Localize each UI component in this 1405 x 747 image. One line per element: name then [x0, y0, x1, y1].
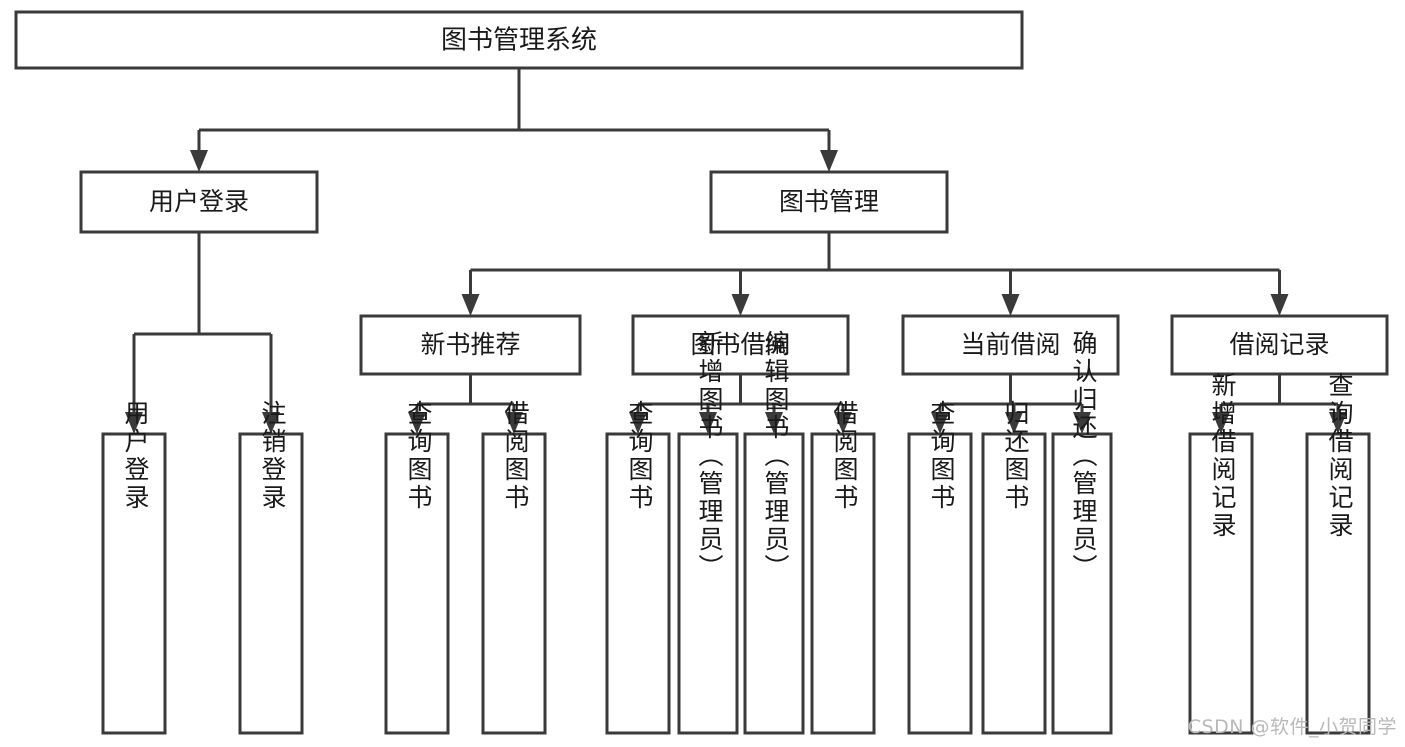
conn-book-manage-arrow-0 — [461, 294, 480, 316]
leaf-leaf-add-record-box — [1188, 432, 1254, 735]
leaf-leaf-logout-box — [238, 432, 304, 735]
conn-borrow-record-arrow-0 — [1212, 412, 1230, 434]
leaf-leaf-add-book-label: 新增图书（管理员） — [695, 330, 724, 582]
leaf-leaf-query-book-b[interactable]: 查询图书 — [605, 400, 671, 735]
node-book-manage-box — [709, 170, 949, 234]
leaf-leaf-return-book-label: 归还图书 — [1001, 400, 1030, 512]
conn-book-borrow-arrow-0 — [629, 412, 647, 434]
node-book-borrow[interactable]: 图书借阅 — [631, 314, 850, 376]
conn-root-arrow-0 — [190, 150, 208, 172]
conn-book-borrow-arrow-3 — [834, 412, 852, 434]
conn-current-borrow-arrow-2 — [1073, 412, 1091, 434]
leaf-leaf-add-book[interactable]: 新增图书（管理员） — [677, 330, 739, 735]
leaf-leaf-borrow-book-a[interactable]: 借阅图书 — [481, 400, 547, 735]
csdn-watermark: CSDN @软件_小贺同学 — [1187, 716, 1397, 738]
conn-current-borrow-arrow-1 — [1005, 412, 1023, 434]
conn-current-borrow-arrow-0 — [931, 412, 949, 434]
conn-user-login-arrow-0 — [125, 412, 143, 434]
node-book-borrow-label: 图书借阅 — [690, 330, 790, 359]
node-current-borrow[interactable]: 当前借阅 — [901, 314, 1120, 376]
node-user-login[interactable]: 用户登录 — [79, 170, 319, 234]
conn-book-borrow-arrow-1 — [699, 412, 717, 434]
leaf-leaf-query-book-b-box — [605, 432, 671, 735]
leaf-leaf-query-book-a-label: 查询图书 — [404, 400, 433, 512]
nodes-layer: 图书管理系统用户登录图书管理新书推荐图书借阅当前借阅借阅记录用户登录注销登录查询… — [14, 10, 1389, 735]
leaf-leaf-add-record-label: 新增借阅记录 — [1208, 372, 1237, 540]
leaf-leaf-query-book-c-box — [907, 432, 973, 735]
conn-book-borrow-arrow-2 — [765, 412, 783, 434]
node-current-borrow-label: 当前借阅 — [960, 330, 1060, 359]
leaf-leaf-query-book-a[interactable]: 查询图书 — [384, 400, 450, 735]
node-book-borrow-box — [631, 314, 850, 376]
leaf-leaf-confirm-return-box — [1051, 432, 1113, 735]
leaf-leaf-edit-book[interactable]: 编辑图书（管理员） — [743, 330, 805, 735]
leaf-leaf-confirm-return[interactable]: 确认归还（管理员） — [1051, 330, 1113, 735]
leaf-leaf-query-record[interactable]: 查询借阅记录 — [1305, 372, 1371, 735]
leaf-leaf-logout-label: 注销登录 — [258, 400, 287, 512]
leaf-leaf-query-book-a-box — [384, 432, 450, 735]
conn-book-manage-arrow-1 — [731, 294, 750, 316]
node-borrow-record-box — [1170, 314, 1389, 376]
leaf-leaf-query-record-label: 查询借阅记录 — [1325, 372, 1354, 540]
leaf-leaf-user-login-box — [101, 432, 167, 735]
leaf-leaf-borrow-book-b[interactable]: 借阅图书 — [810, 400, 876, 735]
conn-user-login-arrow-1 — [262, 412, 280, 434]
leaf-leaf-borrow-book-b-label: 借阅图书 — [830, 400, 859, 512]
leaf-leaf-borrow-book-a-label: 借阅图书 — [501, 400, 530, 512]
conn-borrow-record-arrow-1 — [1329, 412, 1347, 434]
node-book-manage-label: 图书管理 — [779, 187, 879, 216]
leaf-leaf-query-record-box — [1305, 432, 1371, 735]
node-new-book-recommend-box — [359, 314, 582, 376]
conn-root-arrow-1 — [820, 150, 838, 172]
node-book-manage[interactable]: 图书管理 — [709, 170, 949, 234]
leaf-leaf-logout[interactable]: 注销登录 — [238, 400, 304, 735]
leaf-leaf-borrow-book-b-box — [810, 432, 876, 735]
leaf-leaf-return-book-box — [981, 432, 1047, 735]
node-borrow-record-label: 借阅记录 — [1229, 330, 1329, 359]
conn-new-book-recommend-arrow-1 — [505, 412, 523, 434]
leaf-leaf-borrow-book-a-box — [481, 432, 547, 735]
node-borrow-record[interactable]: 借阅记录 — [1170, 314, 1389, 376]
leaf-leaf-return-book[interactable]: 归还图书 — [981, 400, 1047, 735]
node-root-label: 图书管理系统 — [441, 26, 597, 56]
connectors-layer — [125, 68, 1347, 434]
node-user-login-label: 用户登录 — [149, 187, 249, 216]
leaf-leaf-add-book-box — [677, 432, 739, 735]
node-new-book-recommend-label: 新书推荐 — [420, 330, 520, 359]
node-root-box — [14, 10, 1024, 70]
leaf-leaf-edit-book-box — [743, 432, 805, 735]
conn-new-book-recommend-arrow-0 — [408, 412, 426, 434]
node-root[interactable]: 图书管理系统 — [14, 10, 1024, 70]
leaf-leaf-query-book-c[interactable]: 查询图书 — [907, 400, 973, 735]
conn-book-manage-arrow-2 — [1001, 294, 1020, 316]
leaf-leaf-user-login-label: 用户登录 — [121, 400, 150, 512]
node-new-book-recommend[interactable]: 新书推荐 — [359, 314, 582, 376]
node-user-login-box — [79, 170, 319, 234]
leaf-leaf-edit-book-label: 编辑图书（管理员） — [761, 330, 790, 582]
leaf-leaf-query-book-b-label: 查询图书 — [625, 400, 654, 512]
leaf-leaf-add-record[interactable]: 新增借阅记录 — [1188, 372, 1254, 735]
conn-book-manage-arrow-3 — [1270, 294, 1289, 316]
leaf-leaf-user-login[interactable]: 用户登录 — [101, 400, 167, 735]
node-current-borrow-box — [901, 314, 1120, 376]
leaf-leaf-query-book-c-label: 查询图书 — [927, 400, 956, 512]
leaf-leaf-confirm-return-label: 确认归还（管理员） — [1069, 330, 1098, 582]
